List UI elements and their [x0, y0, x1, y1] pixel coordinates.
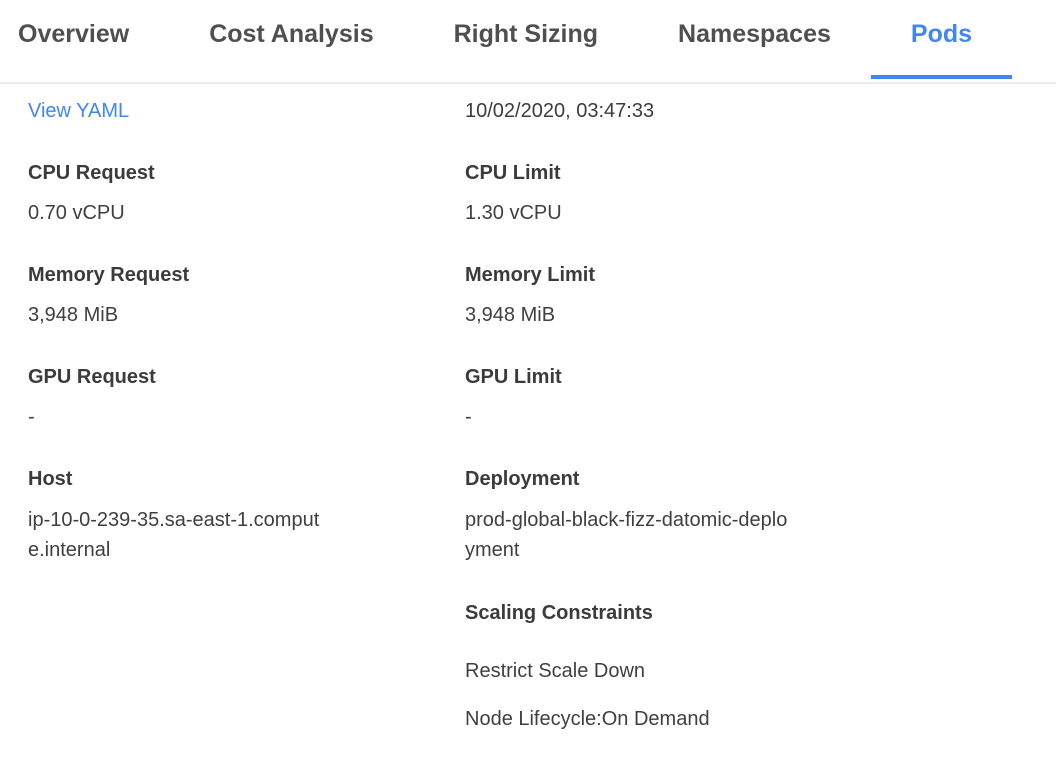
gpu-request-group: GPU Request - — [28, 363, 465, 431]
scaling-constraints-label: Scaling Constraints — [465, 602, 653, 624]
cpu-request-value: 0.70 vCPU — [28, 202, 125, 224]
gpu-request-label: GPU Request — [28, 366, 156, 388]
pod-details-panel: View YAML CPU Request 0.70 vCPU Memory R… — [0, 84, 1056, 758]
memory-limit-group: Memory Limit 3,948 MiB — [465, 261, 1056, 329]
host-link[interactable]: ip-10-0-239-35.sa-east-1.compute.interna… — [28, 509, 320, 561]
constraint-node-lifecycle: Node Lifecycle:On Demand — [465, 708, 710, 730]
cpu-limit-group: CPU Limit 1.30 vCPU — [465, 159, 1056, 227]
memory-request-group: Memory Request 3,948 MiB — [28, 261, 465, 329]
last-updated-timestamp: 10/02/2020, 03:47:33 — [465, 100, 655, 122]
memory-limit-value: 3,948 MiB — [465, 304, 556, 326]
host-label: Host — [28, 468, 73, 490]
tab-right-sizing[interactable]: Right Sizing — [453, 20, 599, 48]
host-group: Host ip-10-0-239-35.sa-east-1.compute.in… — [28, 465, 465, 565]
deployment-label: Deployment — [465, 468, 580, 490]
gpu-limit-value: - — [465, 406, 472, 428]
cpu-request-group: CPU Request 0.70 vCPU — [28, 159, 465, 227]
memory-request-label: Memory Request — [28, 264, 190, 286]
view-yaml-link[interactable]: View YAML — [28, 100, 130, 122]
tab-bar: Overview Cost Analysis Right Sizing Name… — [0, 0, 1056, 84]
tab-cost-analysis[interactable]: Cost Analysis — [209, 20, 374, 48]
tab-namespaces[interactable]: Namespaces — [678, 20, 831, 48]
memory-request-value: 3,948 MiB — [28, 304, 119, 326]
gpu-request-value: - — [28, 406, 35, 428]
cpu-limit-value: 1.30 vCPU — [465, 202, 562, 224]
details-right-column: 10/02/2020, 03:47:33 CPU Limit 1.30 vCPU… — [465, 97, 1056, 758]
cpu-limit-label: CPU Limit — [465, 162, 561, 184]
tab-pods[interactable]: Pods — [870, 0, 1013, 82]
tab-overview[interactable]: Overview — [18, 20, 130, 48]
scaling-constraints-group: Scaling Constraints Restrict Scale Down … — [465, 599, 1056, 733]
gpu-limit-label: GPU Limit — [465, 366, 562, 388]
memory-limit-label: Memory Limit — [465, 264, 596, 286]
cpu-request-label: CPU Request — [28, 162, 155, 184]
gpu-limit-group: GPU Limit - — [465, 363, 1056, 431]
deployment-group: Deployment prod-global-black-fizz-datomi… — [465, 465, 1056, 565]
deployment-link[interactable]: prod-global-black-fizz-datomic-deploymen… — [465, 509, 788, 561]
constraint-restrict-scale-down: Restrict Scale Down — [465, 660, 646, 682]
details-left-column: View YAML CPU Request 0.70 vCPU Memory R… — [28, 97, 465, 758]
